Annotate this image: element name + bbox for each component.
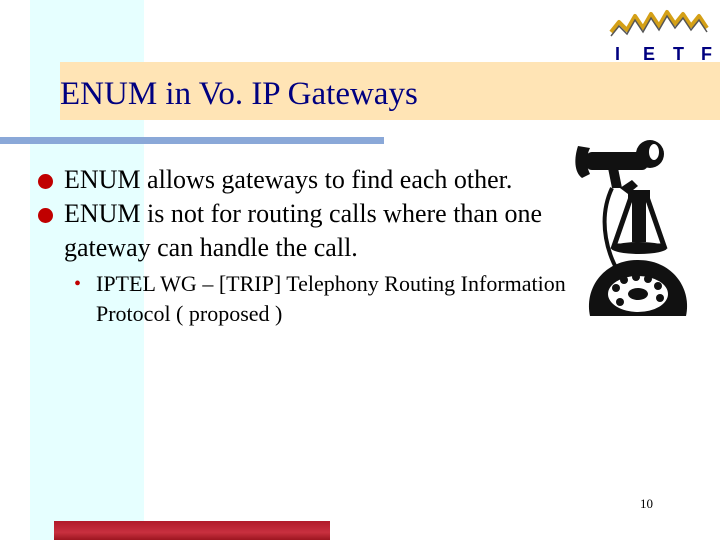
bullet-list: ENUM allows gateways to find each other.… [30, 163, 570, 329]
bullet-item: ENUM is not for routing calls where than… [30, 197, 570, 265]
title-underline [0, 137, 384, 144]
sub-bullet-dot-icon: • [74, 273, 82, 295]
bullet-item: ENUM allows gateways to find each other. [30, 163, 570, 197]
bullet-dot-icon [38, 174, 53, 189]
bottom-accent-bar [54, 521, 330, 540]
sub-bullet-text: IPTEL WG – [TRIP] Telephony Routing Info… [96, 271, 566, 326]
logo-letter-t: T [673, 44, 684, 64]
bullet-text: ENUM allows gateways to find each other. [64, 165, 513, 194]
page-number: 10 [640, 496, 653, 511]
logo-wave-shadow [610, 14, 708, 37]
ietf-logo: I E T F [609, 10, 712, 64]
bullet-text: ENUM is not for routing calls where than… [64, 199, 543, 262]
logo-wave [609, 10, 709, 34]
slide-title: ENUM in Vo. IP Gateways [60, 76, 418, 112]
logo-letter-i: I [615, 44, 620, 64]
bullet-dot-icon [38, 208, 53, 223]
logo-letter-f: F [701, 44, 712, 64]
candlestick-telephone-icon [575, 140, 688, 316]
title-bar [60, 62, 720, 120]
logo-letter-e: E [643, 44, 655, 64]
sub-bullet-item: • IPTEL WG – [TRIP] Telephony Routing In… [30, 269, 570, 329]
